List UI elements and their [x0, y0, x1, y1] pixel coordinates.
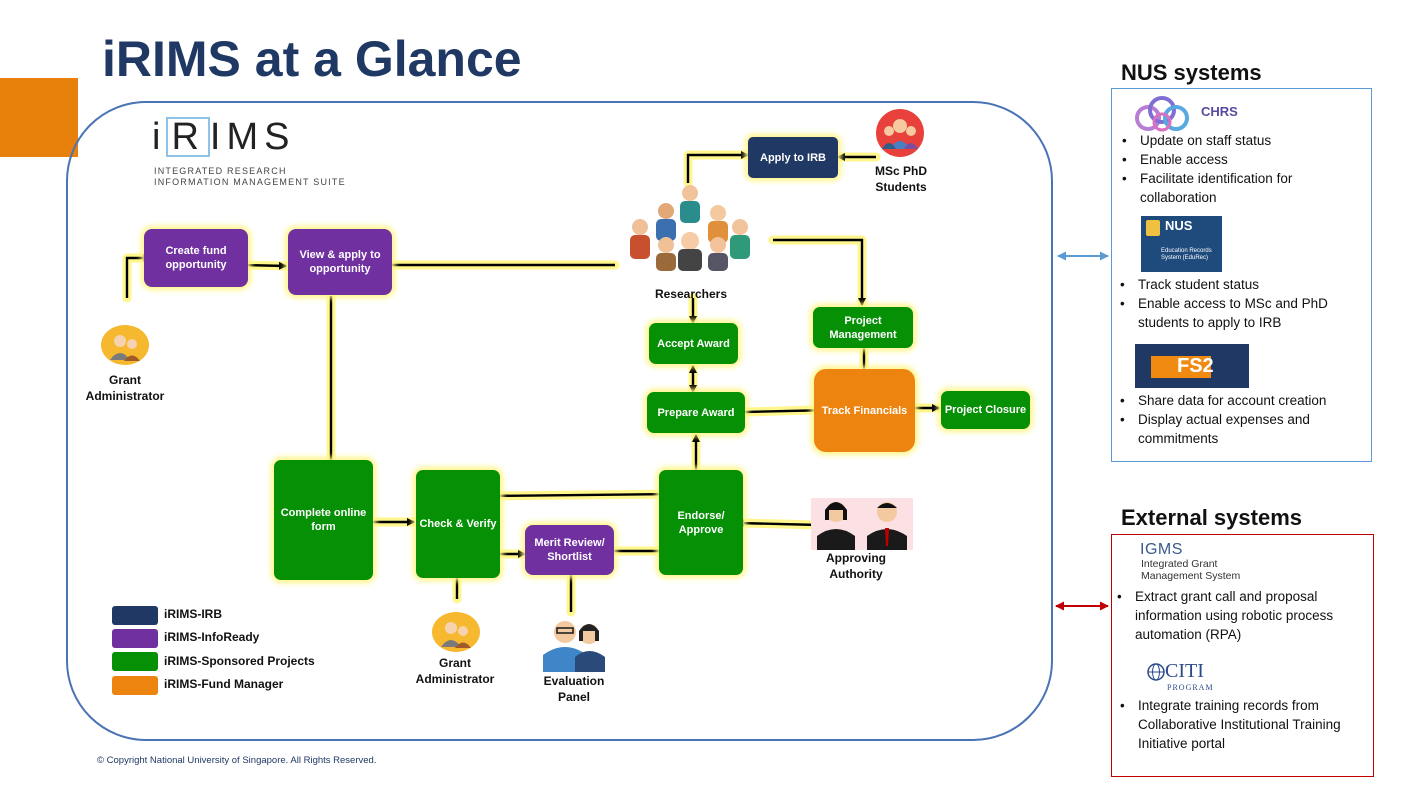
igms-bullets: Extract grant call and proposal informat…: [1109, 587, 1367, 644]
node-view-apply-opportunity: View & apply to opportunity: [288, 229, 392, 295]
edurec-logo-text: NUS: [1165, 218, 1193, 233]
node-prepare-award: Prepare Award: [647, 392, 745, 433]
legend-label-sponsored: iRIMS-Sponsored Projects: [164, 654, 315, 668]
external-systems-panel: [1111, 534, 1374, 777]
fs2-bullets: Share data for account creation Display …: [1112, 391, 1367, 448]
label-approving-authority: Approving Authority: [826, 551, 886, 581]
irims-logo-subtitle: INTEGRATED RESEARCH INFORMATION MANAGEME…: [154, 166, 354, 188]
nus-crest-icon: [1146, 220, 1160, 236]
copyright-notice: © Copyright National University of Singa…: [97, 755, 377, 766]
irims-frame: [66, 101, 1053, 741]
node-project-management: Project Management: [813, 307, 913, 348]
node-apply-irb: Apply to IRB: [748, 137, 838, 178]
node-complete-online-form: Complete online form: [274, 460, 373, 580]
label-grant-administrator-bottom: Grant Administrator: [415, 656, 495, 686]
node-merit-review-shortlist: Merit Review/ Shortlist: [525, 525, 614, 575]
node-endorse-approve: Endorse/ Approve: [659, 470, 743, 575]
approving-authority-icon: [811, 498, 913, 550]
logo-subtitle-line2: INFORMATION MANAGEMENT SUITE: [154, 177, 346, 187]
node-project-closure: Project Closure: [941, 391, 1030, 429]
logo-letter-i: i: [152, 116, 167, 158]
logo-letters-ims: IMS: [209, 116, 296, 158]
chrs-bullet-1: Update on staff status: [1114, 131, 1364, 150]
orange-accent-tab: [0, 78, 78, 157]
nus-systems-title: NUS systems: [1121, 60, 1262, 85]
fs2-bullet-2: Display actual expenses and commitments: [1112, 410, 1367, 448]
legend-swatch-infoready: [112, 629, 158, 648]
chrs-bullet-3: Facilitate identification for collaborat…: [1114, 169, 1364, 207]
node-check-verify: Check & Verify: [416, 470, 500, 578]
citi-bullets: Integrate training records from Collabor…: [1112, 696, 1367, 753]
fs2-bullet-1: Share data for account creation: [1112, 391, 1367, 410]
researchers-icon: [630, 185, 750, 271]
external-systems-title: External systems: [1121, 505, 1302, 530]
label-researchers: Researchers: [654, 287, 728, 301]
evaluation-panel-icon: [543, 621, 605, 672]
edurec-bullet-2: Enable access to MSc and PhD students to…: [1112, 294, 1367, 332]
students-icon: [876, 109, 924, 157]
label-evaluation-panel: Evaluation Panel: [543, 674, 605, 704]
edurec-logo-subtitle: Education Records System (EduRec): [1161, 248, 1212, 261]
legend-label-irb: iRIMS-IRB: [164, 607, 222, 621]
logo-letter-r: R: [166, 117, 210, 157]
fs2-logo-text: FS2: [1177, 355, 1214, 377]
chrs-logo-icon: [1135, 96, 1189, 132]
citi-globe-icon: [1147, 663, 1165, 681]
fs2-logo: FS2: [1135, 344, 1249, 388]
igms-bullet-1: Extract grant call and proposal informat…: [1109, 587, 1367, 644]
citi-bullet-1: Integrate training records from Collabor…: [1112, 696, 1367, 753]
edurec-bullets: Track student status Enable access to MS…: [1112, 275, 1367, 332]
igms-logo-subtitle: Integrated Grant Management System: [1141, 558, 1241, 582]
chrs-logo-text: CHRS: [1201, 104, 1238, 119]
chrs-bullets: Update on staff status Enable access Fac…: [1114, 131, 1364, 207]
fs2-logo-accent: [1151, 356, 1211, 378]
logo-subtitle-line1: INTEGRATED RESEARCH: [154, 166, 287, 176]
citi-logo-text: CITI: [1165, 660, 1204, 682]
label-grant-administrator-top: Grant Administrator: [85, 373, 165, 403]
grant-admin-bottom-icon: [432, 612, 480, 652]
legend-swatch-sponsored: [112, 652, 158, 671]
legend-swatch-fund-manager: [112, 676, 158, 695]
node-create-fund-opportunity: Create fund opportunity: [144, 229, 248, 287]
edurec-bullet-1: Track student status: [1112, 275, 1367, 294]
node-accept-award: Accept Award: [649, 323, 738, 364]
label-msc-phd-students: MSc PhD Students: [874, 164, 927, 194]
chrs-bullet-2: Enable access: [1114, 150, 1364, 169]
legend-swatch-irb: [112, 606, 158, 625]
grant-admin-top-icon: [101, 325, 149, 365]
page-title: iRIMS at a Glance: [102, 31, 522, 87]
legend-label-fund-manager: iRIMS-Fund Manager: [164, 677, 284, 691]
edurec-logo: NUS Education Records System (EduRec): [1141, 216, 1222, 272]
legend-label-infoready: iRIMS-InfoReady: [164, 630, 260, 644]
node-track-financials: Track Financials: [814, 369, 915, 452]
citi-logo-subtitle: PROGRAM: [1167, 683, 1214, 692]
igms-logo-text: IGMS: [1140, 541, 1183, 558]
